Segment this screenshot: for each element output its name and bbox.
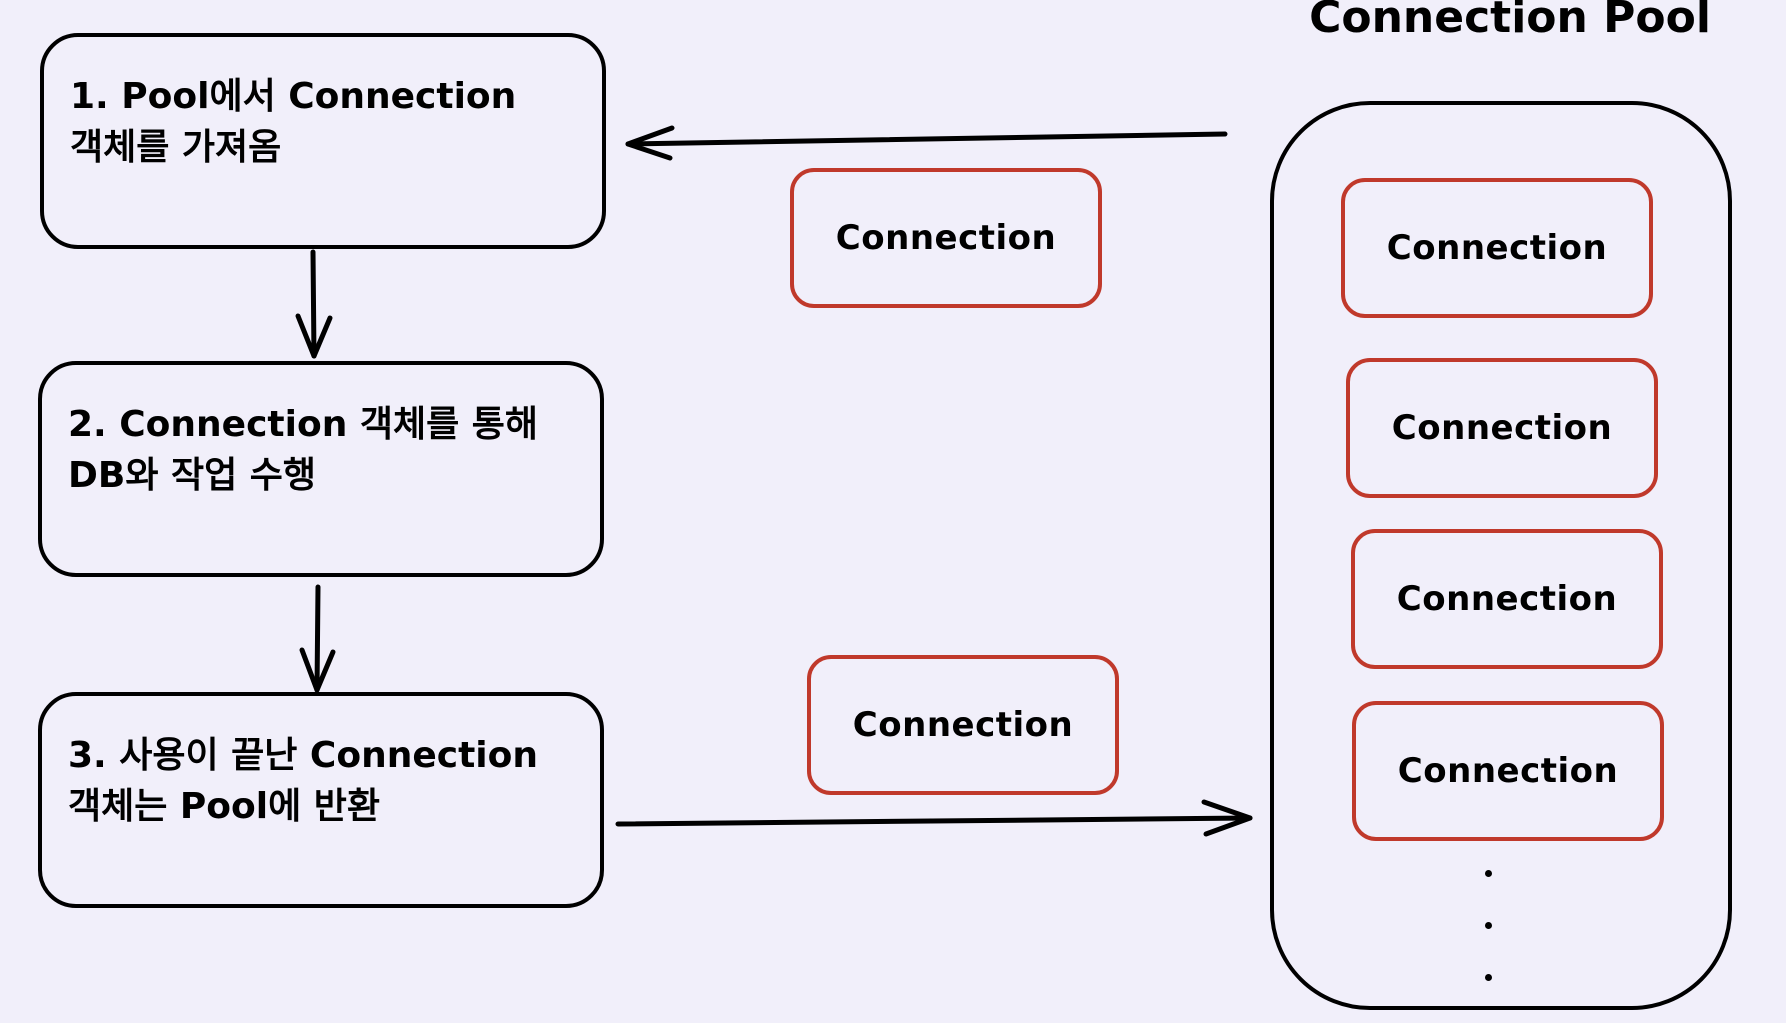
arrow-step2-to-step3 bbox=[299, 584, 336, 693]
step-2-line-1: 2. Connection 객체를 통해 bbox=[68, 404, 539, 445]
returned-connection: Connection bbox=[807, 655, 1119, 795]
step-2-box: 2. Connection 객체를 통해 DB와 작업 수행 bbox=[38, 361, 604, 577]
pool-connection-1: Connection bbox=[1341, 178, 1653, 318]
step-3-line-2: 객체는 Pool에 반환 bbox=[68, 786, 380, 827]
step-2-line-2: DB와 작업 수행 bbox=[68, 455, 316, 496]
pool-connection-4: Connection bbox=[1352, 701, 1664, 841]
arrow-pool-to-step1 bbox=[625, 125, 1228, 161]
taken-connection: Connection bbox=[790, 168, 1102, 308]
step-3-line-1: 3. 사용이 끝난 Connection bbox=[68, 735, 539, 776]
step-1-text: 1. Pool에서 Connection 객체를 가져옴 bbox=[70, 71, 582, 173]
connection-pool bbox=[1270, 101, 1732, 1010]
step-3-box: 3. 사용이 끝난 Connection 객체는 Pool에 반환 bbox=[38, 692, 604, 908]
step-2-text: 2. Connection 객체를 통해 DB와 작업 수행 bbox=[68, 399, 580, 501]
arrow-step1-to-step2 bbox=[295, 249, 333, 359]
step-1-box: 1. Pool에서 Connection 객체를 가져옴 bbox=[40, 33, 606, 249]
ellipsis-dot-1 bbox=[1485, 870, 1492, 877]
step-1-line-2: 객체를 가져옴 bbox=[70, 127, 282, 168]
step-1-line-1: 1. Pool에서 Connection bbox=[70, 76, 517, 117]
step-3-text: 3. 사용이 끝난 Connection 객체는 Pool에 반환 bbox=[68, 730, 580, 832]
pool-connection-3: Connection bbox=[1351, 529, 1663, 669]
pool-connection-2: Connection bbox=[1346, 358, 1658, 498]
ellipsis-dot-2 bbox=[1485, 922, 1492, 929]
ellipsis-dot-3 bbox=[1485, 974, 1492, 981]
pool-title: Connection Pool bbox=[1309, 0, 1711, 43]
arrow-step3-to-pool bbox=[615, 799, 1253, 837]
